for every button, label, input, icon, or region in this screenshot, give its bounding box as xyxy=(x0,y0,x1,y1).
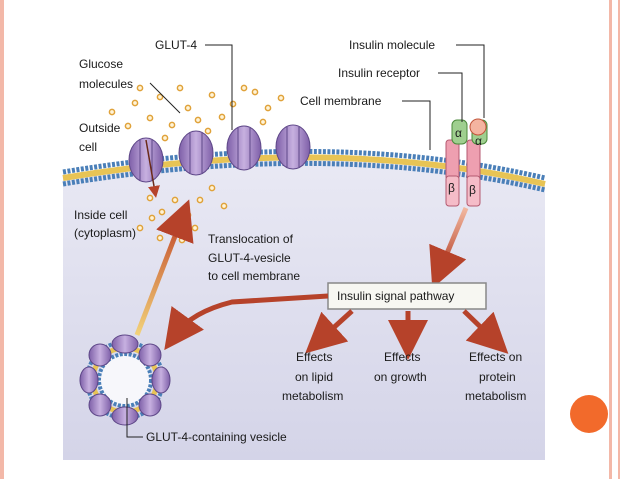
outside-cell-label-line2: cell xyxy=(79,140,97,154)
glucose-transport-arrow xyxy=(145,139,160,198)
pathway-to-vesicle-arrow xyxy=(164,293,329,351)
effects-growth-line2: on growth xyxy=(374,370,427,384)
effects-protein-line3: metabolism xyxy=(465,389,526,403)
glut4-vesicle xyxy=(79,334,171,426)
beta-label-left: β xyxy=(448,181,455,195)
effects-growth-line1: Effects xyxy=(384,350,420,364)
cell-membrane-label: Cell membrane xyxy=(300,94,382,108)
slide-border-right-inner xyxy=(618,0,620,479)
effects-lipid-line2: on lipid xyxy=(295,370,333,384)
slide-border-left xyxy=(0,0,4,479)
glucose-label-line2: molecules xyxy=(79,77,133,91)
effects-protein-line1: Effects on xyxy=(469,350,522,364)
insulin-receptor xyxy=(445,119,488,207)
glucose-molecules-outside xyxy=(108,84,285,142)
inside-cell-label-line2: (cytoplasm) xyxy=(74,226,136,240)
effects-lipid-line3: metabolism xyxy=(282,389,343,403)
effects-protein-line2: protein xyxy=(479,370,516,384)
alpha-label-right: α xyxy=(475,134,482,148)
pathway-to-lipid-arrow xyxy=(305,309,354,354)
glucose-label-line1: Glucose xyxy=(79,57,123,71)
translocation-label-line3: to cell membrane xyxy=(208,269,300,283)
outside-cell-label-line1: Outside xyxy=(79,121,121,135)
pathway-to-protein-arrow xyxy=(462,309,509,354)
insulin-molecule xyxy=(469,118,487,136)
glut4-label: GLUT-4 xyxy=(155,38,197,52)
alpha-label-left: α xyxy=(455,126,462,140)
insulin-signal-pathway-label: Insulin signal pathway xyxy=(337,289,454,303)
translocation-arrow xyxy=(134,199,194,336)
glut4-transporter xyxy=(128,137,164,183)
slide-border-right xyxy=(609,0,612,479)
receptor-to-pathway-arrow xyxy=(429,207,469,289)
beta-label-right: β xyxy=(469,183,476,197)
translocation-label-line1: Translocation of xyxy=(208,232,294,246)
insulin-molecule-label: Insulin molecule xyxy=(349,38,435,52)
effects-lipid-line1: Effects xyxy=(296,350,332,364)
insulin-signal-pathway-box xyxy=(327,282,487,310)
inside-cell-label-line1: Inside cell xyxy=(74,208,127,222)
accent-dot xyxy=(570,395,608,433)
glut4-transporter xyxy=(178,130,214,176)
glut4-transporter xyxy=(226,125,262,171)
vesicle-label: GLUT-4-containing vesicle xyxy=(146,430,287,444)
glut4-transporter xyxy=(275,124,311,170)
insulin-receptor-label: Insulin receptor xyxy=(338,66,420,80)
leader-lines xyxy=(126,44,485,438)
translocation-label-line2: GLUT-4-vesicle xyxy=(208,251,291,265)
